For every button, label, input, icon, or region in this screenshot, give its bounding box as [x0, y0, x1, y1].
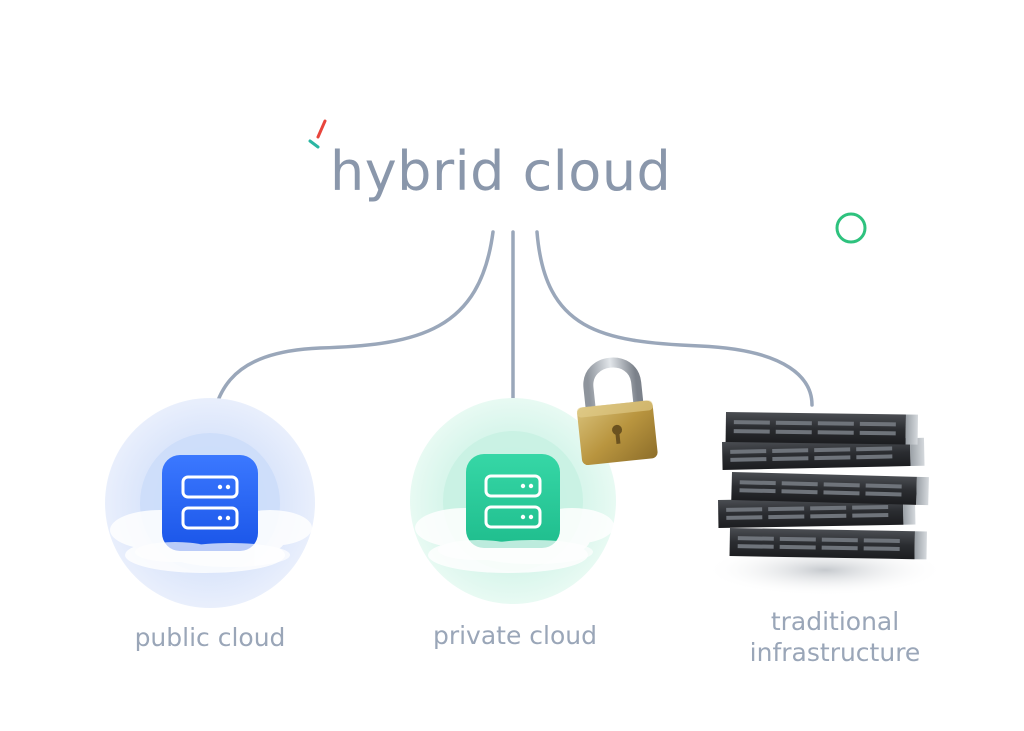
server-icon	[181, 475, 239, 530]
decorative-circle	[835, 212, 867, 244]
diagram-title: hybrid cloud	[330, 140, 672, 203]
private-cloud-label: private cloud	[432, 621, 598, 650]
server-rack-icon	[705, 412, 945, 596]
public-cloud-node	[105, 398, 315, 608]
traditional-infrastructure-label: traditional infrastructure	[720, 606, 950, 668]
decorative-accent-strokes	[308, 119, 327, 149]
private-cloud-node	[410, 398, 616, 604]
connector-traditional	[535, 230, 814, 407]
traditional-label-line2: infrastructure	[749, 638, 921, 667]
traditional-label-line1: traditional	[770, 607, 900, 636]
server-icon	[484, 474, 542, 529]
padlock-icon	[576, 357, 658, 466]
public-cloud-label: public cloud	[134, 623, 286, 652]
